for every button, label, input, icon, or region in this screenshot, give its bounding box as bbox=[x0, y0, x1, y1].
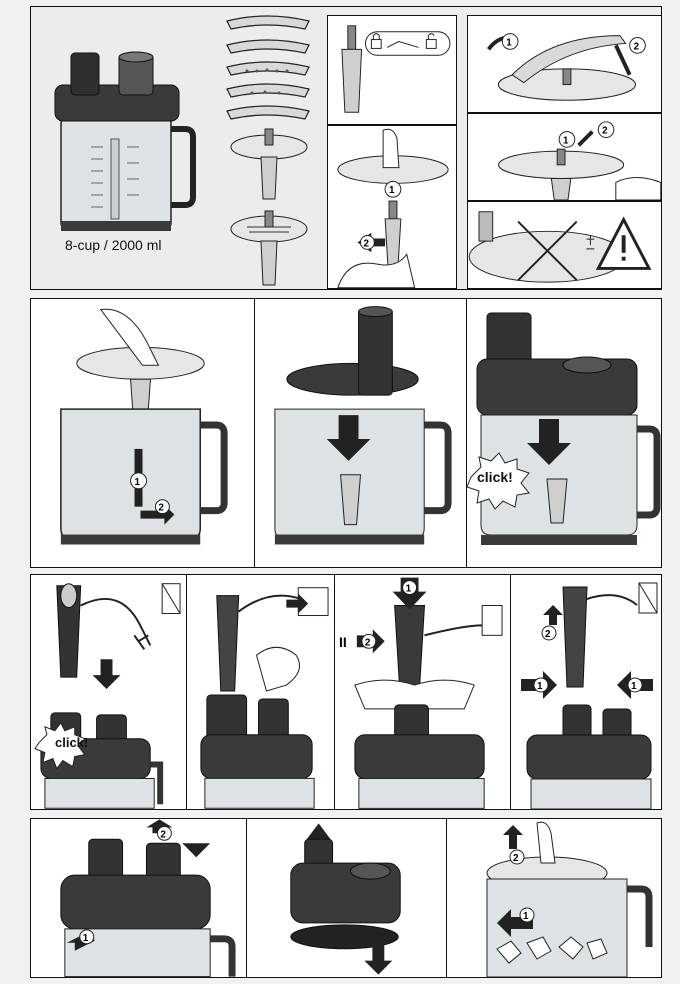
lock-open-icon bbox=[425, 33, 437, 49]
assembly-overview-panel: 8-cup / 2000 ml bbox=[30, 6, 662, 290]
shaft-lock-cell bbox=[327, 15, 457, 125]
svg-text:1: 1 bbox=[537, 681, 543, 692]
insert-disc-holder-step: 1 2 bbox=[31, 299, 255, 567]
place-disc-step bbox=[255, 299, 467, 567]
plug-in-illustration bbox=[200, 587, 329, 809]
plug-in-step bbox=[187, 575, 335, 809]
svg-text:2: 2 bbox=[513, 853, 519, 864]
step-2-badge: 2 bbox=[363, 238, 369, 249]
click-label: click! bbox=[477, 469, 513, 485]
svg-text:1: 1 bbox=[563, 135, 569, 146]
svg-text:1: 1 bbox=[631, 681, 637, 692]
bowl-assembly-panel: 1 2 bbox=[30, 298, 662, 568]
disc-inserts-illustration bbox=[226, 15, 310, 286]
place-disc-illustration bbox=[274, 306, 452, 545]
warning-icon bbox=[595, 216, 652, 270]
release-contents-step: 2 1 bbox=[447, 819, 661, 977]
capacity-caption: 8-cup / 2000 ml bbox=[65, 237, 162, 253]
operate-illustration: 1 II 2 bbox=[339, 577, 503, 809]
no-water-icon bbox=[161, 583, 181, 615]
food-processor-overview: 8-cup / 2000 ml bbox=[31, 7, 221, 289]
svg-text:2: 2 bbox=[634, 41, 640, 52]
lift-lid-illustration bbox=[290, 823, 401, 975]
svg-text:2: 2 bbox=[158, 503, 164, 514]
arrow-icon bbox=[92, 659, 121, 690]
attach-motor-illustration bbox=[34, 583, 181, 809]
shaft-insert-cell: 1 2 bbox=[327, 125, 457, 289]
shaft-insert-illustration: 1 2 bbox=[337, 128, 449, 288]
svg-text:2: 2 bbox=[602, 126, 608, 137]
svg-text:1: 1 bbox=[135, 477, 141, 488]
detach-motor-step: 2 1 1 bbox=[511, 575, 661, 809]
release-contents-illustration: 2 1 bbox=[486, 821, 653, 977]
power-plug-icon bbox=[481, 604, 503, 636]
arrow-icon bbox=[364, 944, 393, 975]
blade-remove-illustration: 1 2 bbox=[486, 33, 646, 101]
lock-closed-icon bbox=[370, 33, 382, 49]
blade-remove-cell: 1 2 bbox=[467, 15, 661, 113]
food-processor-illustration bbox=[54, 51, 196, 231]
svg-text:1: 1 bbox=[506, 37, 512, 48]
no-water-icon bbox=[638, 582, 658, 614]
svg-text:2: 2 bbox=[160, 829, 166, 840]
svg-text:2: 2 bbox=[545, 629, 551, 640]
disc-lift-cell: 1 2 bbox=[467, 113, 661, 201]
insert-disc-holder-illustration: 1 2 bbox=[60, 308, 228, 545]
operate-step: 1 II 2 bbox=[335, 575, 511, 809]
click-burst bbox=[467, 452, 530, 510]
disc-lift-illustration: 1 2 bbox=[498, 121, 661, 200]
remove-lid-step: 2 1 bbox=[31, 819, 247, 977]
detach-motor-illustration: 2 1 1 bbox=[521, 582, 658, 809]
attach-lid-illustration bbox=[467, 312, 661, 545]
disassembly-panel: 2 1 bbox=[30, 818, 662, 978]
step-1-badge: 1 bbox=[389, 185, 395, 196]
svg-text:1: 1 bbox=[406, 584, 412, 595]
pause-symbol: II bbox=[339, 634, 347, 650]
lift-lid-step bbox=[247, 819, 447, 977]
arrow-icon bbox=[326, 415, 371, 461]
attach-motor-step: click! bbox=[31, 575, 187, 809]
click-label-motor: click! bbox=[55, 735, 89, 750]
svg-text:2: 2 bbox=[365, 637, 371, 648]
disc-inserts-column bbox=[217, 7, 327, 289]
remove-lid-illustration: 2 1 bbox=[60, 819, 236, 977]
warning-illustration bbox=[468, 211, 652, 283]
svg-text:1: 1 bbox=[523, 911, 529, 922]
motor-attachment-panel: click! 1 II 2 bbox=[30, 574, 662, 810]
arrow-icon bbox=[527, 419, 571, 465]
shaft-lock-illustration bbox=[341, 25, 451, 113]
warning-cell bbox=[467, 201, 661, 289]
svg-text:1: 1 bbox=[83, 933, 89, 944]
attach-lid-step: click! bbox=[467, 299, 661, 567]
